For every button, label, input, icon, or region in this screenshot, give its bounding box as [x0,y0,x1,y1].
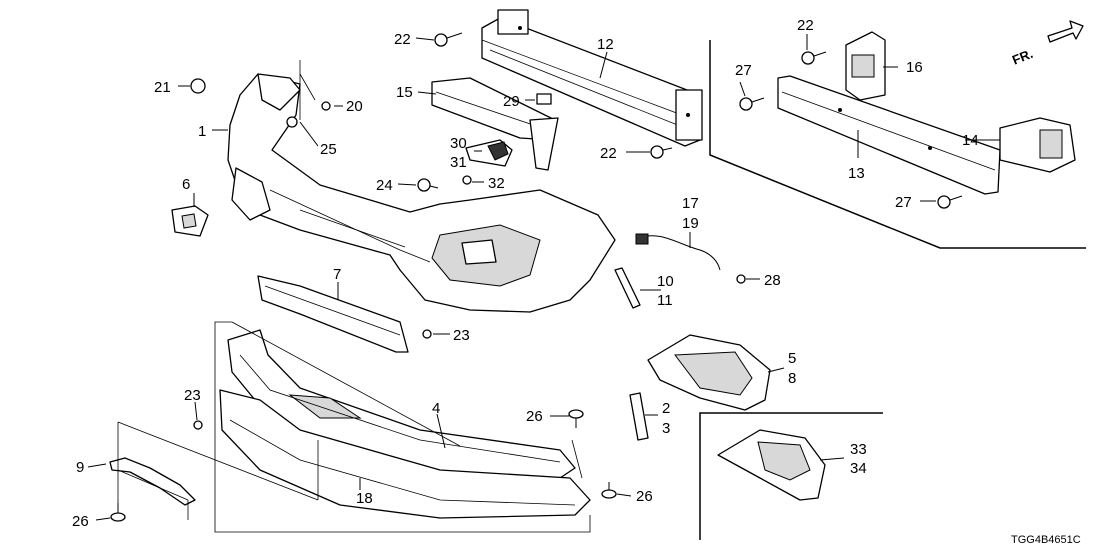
callout-19: 19 [682,215,699,232]
fastener-23-mid [422,329,432,339]
part-14-bracket [999,117,1076,173]
front-direction-label: FR. [1010,46,1035,68]
callout-14: 14 [962,132,979,149]
fastener-28 [736,274,746,284]
part-13-reinforcement [777,75,1001,195]
part-5-8-grille [647,334,771,411]
front-direction-arrow: FR. [1010,20,1084,68]
callout-6: 6 [182,176,190,193]
callout-8: 8 [788,370,796,387]
callout-25: 25 [320,141,337,158]
leader-lines [87,34,1000,521]
part-7-absorber [257,275,409,353]
callout-24: 24 [376,177,393,194]
callout-30: 30 [450,135,467,152]
callout-23-mid: 23 [453,327,470,344]
callout-5: 5 [788,350,796,367]
callout-26-right: 26 [636,488,653,505]
fastener-23-left [193,420,203,430]
callout-4: 4 [432,400,440,417]
callout-27-bottom: 27 [895,194,912,211]
callout-27-top: 27 [735,62,752,79]
fastener-27-bottom [937,195,963,209]
callout-34: 34 [850,460,867,477]
callout-21: 21 [154,79,171,96]
fastener-22-top [434,32,463,47]
fastener-21 [190,78,206,94]
callout-28: 28 [764,272,781,289]
callout-32: 32 [488,175,505,192]
fastener-24 [417,178,439,192]
callout-9: 9 [76,459,84,476]
callout-1: 1 [198,123,206,140]
fastener-26-right [601,482,617,499]
callout-18: 18 [356,490,373,507]
trim-kit-frame [699,412,883,540]
reinforcement-frame [709,40,1086,249]
fastener-20 [321,101,331,111]
fastener-32 [462,175,472,185]
callout-11: 11 [657,292,673,309]
callout-26-left: 26 [72,513,89,530]
fastener-26-mid [568,409,584,428]
callout-29: 29 [503,93,520,110]
reference-lines [117,60,583,520]
part-12-reinforcement-beam [481,9,703,147]
fastener-22-mid [650,145,673,159]
part-1-bumper-face [227,73,616,313]
callout-22-mid: 22 [600,145,617,162]
part-10-11-clip [614,267,641,309]
callout-22-right: 22 [797,17,814,34]
fastener-22-right [801,51,827,65]
part-33-34-grille-trim [717,429,826,501]
lower-assembly-frame [214,321,591,533]
part-18-diffuser [219,389,591,519]
fastener-25 [286,116,298,128]
callout-13: 13 [848,165,865,182]
callout-23-left: 23 [184,387,201,404]
part-29-clip [536,93,552,105]
callout-20: 20 [346,98,363,115]
part-30-31-bracket [465,139,513,167]
callout-2: 2 [662,400,670,417]
callout-31: 31 [450,154,467,171]
fastener-27-top [739,97,765,111]
callouts: 1 2 3 4 5 6 7 8 9 10 11 12 13 14 15 16 1… [72,17,979,530]
callout-7: 7 [333,266,341,283]
callout-3: 3 [662,420,670,437]
callout-17: 17 [682,195,699,212]
part-2-3-reflector [629,392,649,441]
callout-10: 10 [657,273,674,290]
part-17-19-harness [635,233,721,271]
part-6-bracket [171,205,209,237]
callout-12: 12 [597,36,614,53]
fastener-26-left [110,503,126,522]
callout-22-top: 22 [394,31,411,48]
callout-33: 33 [850,441,867,458]
part-15-bracket [431,77,559,171]
diagram-code: TGG4B4651C [1011,534,1081,546]
callout-15: 15 [396,84,413,101]
callout-16: 16 [906,59,923,76]
part-16-bracket [845,31,886,101]
callout-26-mid: 26 [526,408,543,425]
